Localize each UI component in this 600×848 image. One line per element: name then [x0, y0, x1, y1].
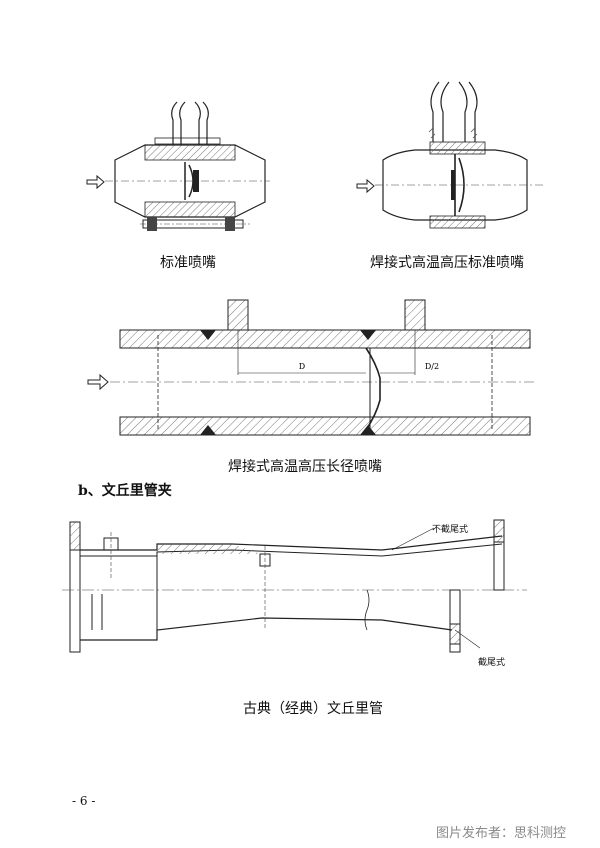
- classic-venturi-caption: 古典（经典）文丘里管: [243, 701, 383, 717]
- untruncated-label: 不截尾式: [432, 525, 469, 535]
- welded-hp-long-nozzle-figure: D D/2: [87, 299, 535, 436]
- dim-d2-label: D/2: [425, 362, 439, 371]
- page-number: - 6 -: [72, 794, 96, 808]
- welded-hp-standard-nozzle-figure: [356, 81, 545, 229]
- welded-hp-standard-nozzle-caption: 焊接式高温高压标准喷嘴: [370, 255, 524, 271]
- standard-nozzle-caption: 标准喷嘴: [160, 255, 216, 271]
- welded-hp-long-nozzle-caption: 焊接式高温高压长径喷嘴: [228, 459, 382, 475]
- truncated-label: 截尾式: [478, 658, 506, 668]
- watermark-text: 图片发布者：思科测控: [436, 826, 567, 841]
- dim-d-label: D: [299, 362, 305, 371]
- section-b-heading: b、文丘里管夹: [78, 483, 172, 499]
- standard-nozzle-figure: [86, 101, 270, 231]
- classic-venturi-figure: [62, 519, 527, 653]
